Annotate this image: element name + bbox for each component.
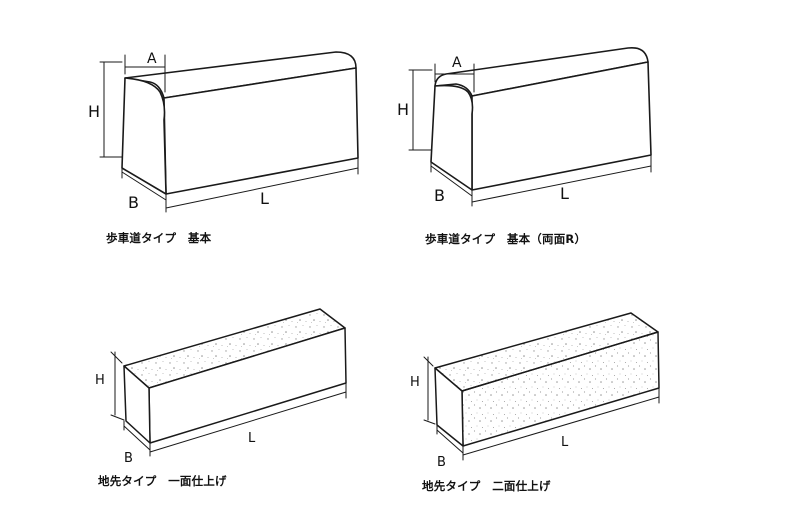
label-h: H [95, 373, 105, 388]
label-h: H [88, 102, 100, 121]
label-h: H [410, 375, 420, 390]
figure-ground-two-face: H B L [410, 312, 660, 470]
dimension-b [436, 424, 464, 461]
dimension-h [99, 61, 123, 158]
dimension-l [462, 387, 660, 456]
figure-sidewalk-basic: A H B L [88, 51, 359, 213]
label-a: A [147, 51, 157, 67]
label-h: H [397, 100, 409, 119]
caption-ground-one-face: 地先タイプ 一面仕上げ [98, 474, 227, 488]
dimension-b [430, 161, 473, 207]
dimension-l [471, 154, 652, 203]
dimension-b [123, 420, 151, 457]
label-b: B [128, 193, 139, 212]
dimension-a [124, 54, 166, 93]
label-l: L [248, 431, 256, 446]
caption-sidewalk-basic: 歩車道タイプ 基本 [106, 231, 212, 245]
block-end-face [430, 84, 474, 191]
label-l: L [260, 189, 269, 208]
dimension-l [165, 157, 359, 209]
label-a: A [452, 55, 462, 71]
label-b: B [434, 186, 445, 205]
dimension-h [423, 356, 436, 425]
caption-sidewalk-double-r: 歩車道タイプ 基本（両面R） [425, 232, 587, 246]
caption-ground-two-face: 地先タイプ 二面仕上げ [422, 479, 551, 493]
dimension-a [434, 63, 475, 93]
block-end-face [121, 77, 167, 195]
block-top-face [434, 46, 649, 97]
figure-ground-one-face: H B L [95, 308, 347, 466]
label-b: B [437, 455, 446, 470]
figure-sidewalk-double-r: A H B L [397, 46, 652, 207]
dimension-b [121, 167, 167, 213]
label-b: B [124, 451, 133, 466]
dimension-h [110, 351, 125, 421]
dimension-h [408, 69, 433, 151]
label-l: L [560, 184, 569, 203]
dimension-l [149, 382, 347, 453]
label-l: L [561, 435, 569, 450]
